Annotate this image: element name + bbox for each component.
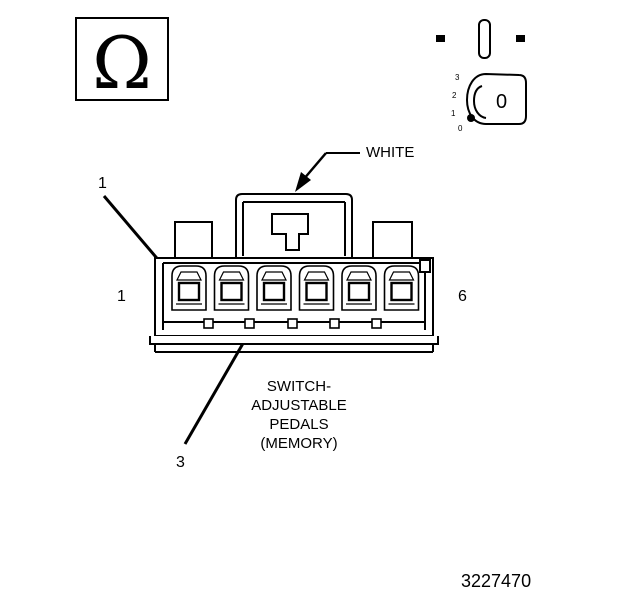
latch-tab — [271, 213, 309, 251]
callout-3-number: 3 — [176, 454, 185, 471]
ohmmeter-symbol: Ω — [75, 17, 169, 105]
terminal-cavity — [298, 265, 335, 311]
key-label: 0 — [496, 91, 508, 113]
terminal-cavities — [171, 265, 420, 311]
connector-skirt — [149, 336, 439, 345]
terminal-cavity — [213, 265, 250, 311]
key-position-1: 1 — [451, 109, 456, 118]
key-position-2: 2 — [452, 91, 457, 100]
component-description: SWITCH- ADJUSTABLE PEDALS (MEMORY) — [224, 377, 374, 453]
key-ring — [472, 85, 487, 119]
terminal-window — [347, 281, 371, 302]
description-line-1: SWITCH- — [266, 378, 332, 395]
pin-6-label: 6 — [458, 288, 467, 305]
switch-slot — [478, 19, 491, 59]
terminal-cavity — [256, 265, 292, 311]
cavity-key — [371, 318, 382, 329]
white-arrow-shaft — [302, 152, 327, 181]
white-arrowhead — [295, 172, 311, 192]
cavity-hood — [388, 271, 415, 281]
description-line-4: (MEMORY) — [260, 435, 338, 452]
cavity-hood — [218, 271, 245, 281]
cavity-key — [329, 318, 340, 329]
terminal-window — [262, 281, 286, 302]
cavity-key — [244, 318, 255, 329]
key-position-0: 0 — [458, 124, 463, 133]
key-position-dot — [467, 114, 475, 122]
cavity-hood — [346, 271, 372, 281]
pin-1-label: 1 — [117, 288, 126, 305]
figure-number: 3227470 — [461, 571, 532, 591]
description-line-3: PEDALS — [269, 416, 329, 433]
ignition-switch-icon — [436, 19, 527, 125]
terminal-cavity — [341, 265, 377, 311]
callout-1-number: 1 — [98, 175, 107, 192]
description-line-2: ADJUSTABLE — [251, 397, 347, 414]
ohm-glyph: Ω — [92, 21, 152, 105]
cavity-hood — [303, 271, 330, 281]
connector-color-label: WHITE — [366, 144, 415, 161]
left-corner-block — [174, 221, 213, 259]
switch-right-mark — [516, 35, 525, 42]
terminal-window — [177, 281, 201, 302]
cavity-keys — [203, 318, 382, 329]
cavity-hood — [261, 271, 287, 281]
key-position-3: 3 — [455, 73, 460, 82]
terminal-cavity — [383, 265, 420, 311]
cavity-key — [287, 318, 298, 329]
right-corner-block — [372, 221, 413, 259]
terminal-window — [220, 281, 243, 302]
body-right-tab — [419, 259, 431, 273]
cavity-key — [203, 318, 214, 329]
ohm-box — [75, 17, 169, 101]
switch-left-mark — [436, 35, 445, 42]
terminal-window — [305, 281, 328, 302]
terminal-window — [390, 281, 413, 302]
cavity-hood — [176, 271, 202, 281]
terminal-cavity — [171, 265, 207, 311]
